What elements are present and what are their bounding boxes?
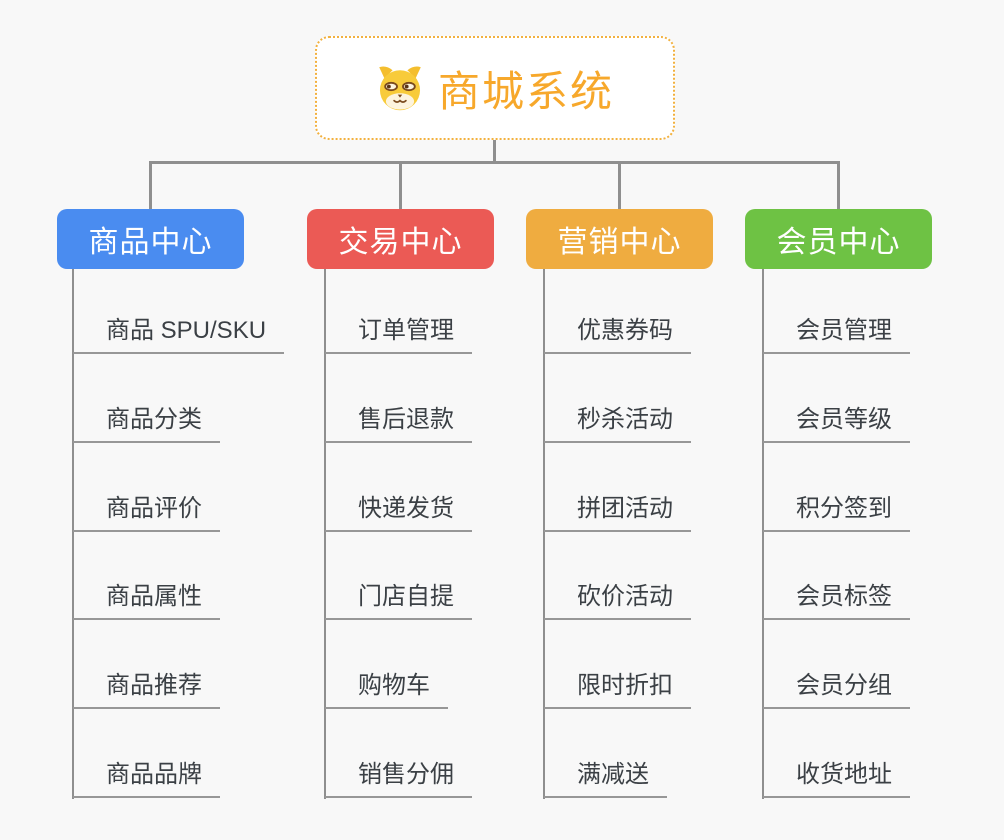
leaf-topic[interactable]: 收货地址 xyxy=(763,758,910,798)
leaf-topic[interactable]: 销售分佣 xyxy=(325,758,472,798)
branch-label: 营销中心 xyxy=(557,226,682,259)
leaf-topic[interactable]: 限时折扣 xyxy=(544,669,691,709)
connector-horizontal-bar xyxy=(149,161,840,164)
connector-drop-marketing xyxy=(618,161,621,210)
leaf-topic[interactable]: 商品分类 xyxy=(73,403,220,443)
branch-label: 会员中心 xyxy=(776,226,901,259)
leaf-topic[interactable]: 购物车 xyxy=(325,669,448,709)
leaf-topic[interactable]: 商品属性 xyxy=(73,580,220,620)
leaf-topic[interactable]: 积分签到 xyxy=(763,492,910,532)
leaf-topic[interactable]: 商品评价 xyxy=(73,492,220,532)
leaf-topic[interactable]: 商品推荐 xyxy=(73,669,220,709)
connector-drop-product xyxy=(149,161,152,210)
root-node[interactable]: 商城系统 xyxy=(315,36,675,140)
connector-column-marketing xyxy=(543,268,545,799)
leaf-topic[interactable]: 满减送 xyxy=(544,758,667,798)
leaf-topic[interactable]: 订单管理 xyxy=(325,314,472,354)
leaf-topic[interactable]: 商品品牌 xyxy=(73,758,220,798)
dog-face-icon xyxy=(376,65,424,111)
branch-label: 交易中心 xyxy=(338,226,463,259)
connector-column-product xyxy=(72,268,74,799)
root-title: 商城系统 xyxy=(437,67,614,115)
connector-drop-trade xyxy=(399,161,402,210)
connector-drop-member xyxy=(837,161,840,210)
leaf-topic[interactable]: 商品 SPU/SKU xyxy=(73,314,285,354)
leaf-topic[interactable]: 门店自提 xyxy=(325,580,472,620)
branch-node-member-center[interactable]: 会员中心 xyxy=(745,209,932,269)
leaf-topic[interactable]: 售后退款 xyxy=(325,403,472,443)
connector-column-member xyxy=(762,268,764,799)
leaf-topic[interactable]: 会员标签 xyxy=(763,580,910,620)
connector-column-trade xyxy=(324,268,326,799)
leaf-topic[interactable]: 快递发货 xyxy=(325,492,472,532)
branch-label: 商品中心 xyxy=(88,226,213,259)
leaf-topic[interactable]: 秒杀活动 xyxy=(544,403,691,443)
leaf-topic[interactable]: 会员分组 xyxy=(763,669,910,709)
leaf-topic[interactable]: 砍价活动 xyxy=(544,580,691,620)
leaf-topic[interactable]: 拼团活动 xyxy=(544,492,691,532)
leaf-topic[interactable]: 优惠券码 xyxy=(544,314,691,354)
branch-node-marketing-center[interactable]: 营销中心 xyxy=(526,209,713,269)
leaf-topic[interactable]: 会员管理 xyxy=(763,314,910,354)
branch-node-trade-center[interactable]: 交易中心 xyxy=(307,209,494,269)
branch-node-product-center[interactable]: 商品中心 xyxy=(57,209,244,269)
leaf-topic[interactable]: 会员等级 xyxy=(763,403,910,443)
connector-root-stem xyxy=(493,139,496,163)
